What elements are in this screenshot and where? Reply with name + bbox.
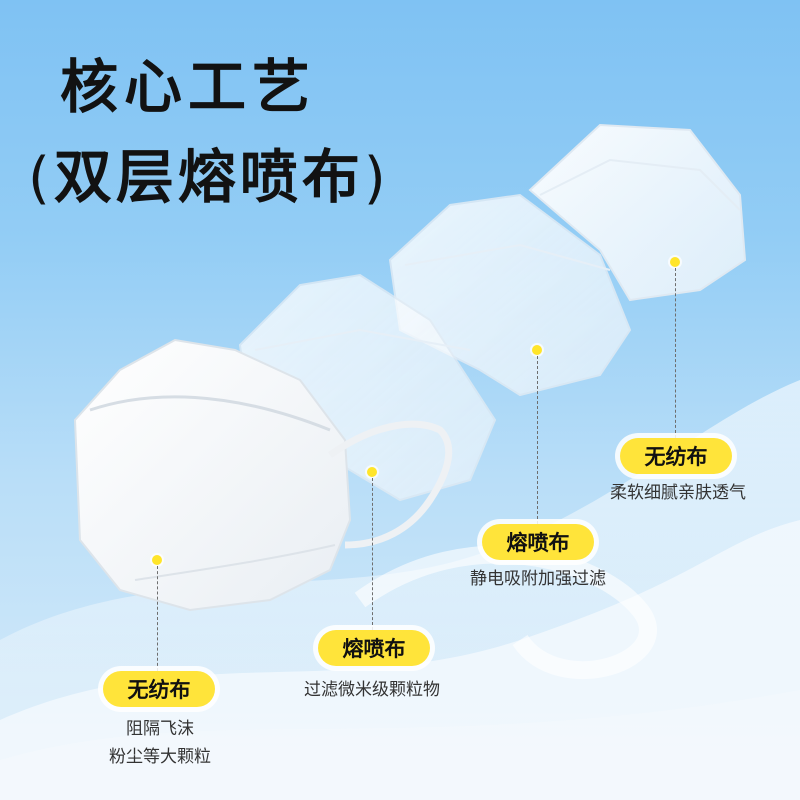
layer-2-description: 过滤微米级颗粒物: [282, 676, 462, 704]
title-line2-text: 双层熔喷布: [53, 143, 364, 211]
layer-4-description: 柔软细腻亲肤透气: [588, 479, 768, 507]
layer-4-label: 无纺布: [620, 438, 732, 474]
layer-3-description-line-1: 静电吸附加强过滤: [470, 569, 606, 589]
layer-2-leader-line: [372, 478, 373, 630]
layer-4-leader-line: [675, 268, 676, 438]
layer-4-description-line-1: 柔软细腻亲肤透气: [610, 483, 746, 503]
layer-1-label: 无纺布: [103, 671, 215, 707]
layer-3-marker: [532, 345, 542, 355]
title-core-process: 核心工艺: [60, 53, 317, 121]
front-mask: [73, 338, 453, 612]
layer-1-marker: [152, 555, 162, 565]
layer-3-label: 熔喷布: [482, 524, 594, 560]
layer-4-sheet: [528, 123, 747, 302]
layer-2-marker: [367, 467, 377, 477]
title-double-meltblown: (双层熔喷布): [28, 130, 390, 214]
layer-1-description-line-2: 粉尘等大颗粒: [109, 747, 211, 767]
layer-3-description: 静电吸附加强过滤: [448, 565, 628, 593]
title-bracket-left: (: [28, 146, 54, 211]
layer-2-description-line-1: 过滤微米级颗粒物: [304, 680, 440, 700]
layer-1-description-line-1: 阻隔飞沫: [126, 719, 194, 739]
layer-3-leader-line: [537, 356, 538, 524]
layer-3-sheet: [388, 193, 632, 397]
title-bracket-right: ): [363, 146, 390, 211]
layer-2-label: 熔喷布: [318, 630, 430, 666]
layer-1-description: 阻隔飞沫 粉尘等大颗粒: [80, 715, 240, 771]
layer-4-marker: [670, 257, 680, 267]
layer-1-leader-line: [157, 566, 158, 671]
